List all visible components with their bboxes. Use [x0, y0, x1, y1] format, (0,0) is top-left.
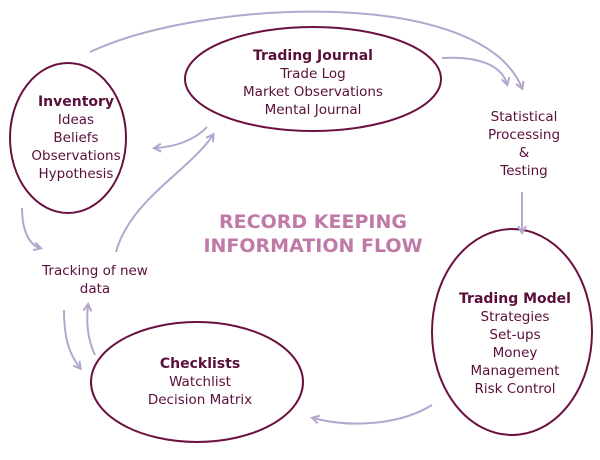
- diagram-title: RECORD KEEPING INFORMATION FLOW: [203, 210, 422, 258]
- arrow-inventory-to-tracking: [21, 207, 40, 248]
- node-checklists: Checklists Watchlist Decision Matrix: [148, 355, 252, 409]
- journal-ellipse: [184, 26, 442, 132]
- node-title: Inventory: [37, 94, 115, 110]
- node-item: Watchlist: [169, 374, 231, 390]
- arrow-tracking-to-journal: [115, 135, 213, 253]
- label-statistical-processing: Statistical Processing & Testing: [488, 108, 560, 180]
- node-trading-journal: Trading Journal Trade Log Market Observa…: [243, 47, 383, 119]
- arrow-tracking-to-checklists: [63, 309, 80, 368]
- inventory-ellipse: [9, 62, 127, 214]
- node-item: Decision Matrix: [147, 392, 253, 408]
- model-ellipse: [431, 228, 593, 436]
- arrow-journal-to-statistics: [441, 56, 507, 84]
- node-item: Beliefs: [53, 130, 99, 146]
- title-line: INFORMATION FLOW: [203, 235, 423, 257]
- node-item: Market Observations: [243, 84, 383, 100]
- node-item: Management: [470, 363, 560, 379]
- node-item: Strategies: [480, 309, 550, 325]
- node-title: Trading Journal: [253, 48, 373, 64]
- arrow-model-to-checklists: [313, 404, 433, 425]
- checklists-ellipse: [90, 321, 304, 443]
- label-tracking-new-data: Tracking of new data: [42, 262, 148, 298]
- arrow-journal-to-inventory: [155, 126, 208, 148]
- node-trading-model: Trading Model Strategies Set-ups Money M…: [459, 290, 571, 398]
- node-title: Trading Model: [459, 291, 571, 307]
- arrow-checklists-to-tracking: [87, 305, 96, 356]
- label-line: &: [518, 145, 530, 161]
- node-item: Set-ups: [489, 327, 541, 343]
- title-line: RECORD KEEPING: [219, 211, 407, 233]
- node-item: Observations: [31, 148, 121, 164]
- node-item: Trade Log: [280, 66, 346, 82]
- label-line: Statistical: [490, 109, 558, 125]
- label-line: Tracking of new: [42, 263, 148, 279]
- label-line: Processing: [487, 127, 561, 143]
- node-item: Ideas: [57, 112, 95, 128]
- label-line: data: [79, 281, 111, 297]
- node-item: Hypothesis: [38, 166, 114, 182]
- node-item: Mental Journal: [264, 102, 362, 118]
- node-title: Checklists: [159, 356, 241, 372]
- label-line: Testing: [500, 163, 548, 179]
- arrow-inventory-to-statistics: [89, 10, 522, 88]
- node-item: Risk Control: [474, 381, 556, 397]
- node-item: Money: [492, 345, 538, 361]
- node-inventory: Inventory Ideas Beliefs Observations Hyp…: [31, 93, 120, 183]
